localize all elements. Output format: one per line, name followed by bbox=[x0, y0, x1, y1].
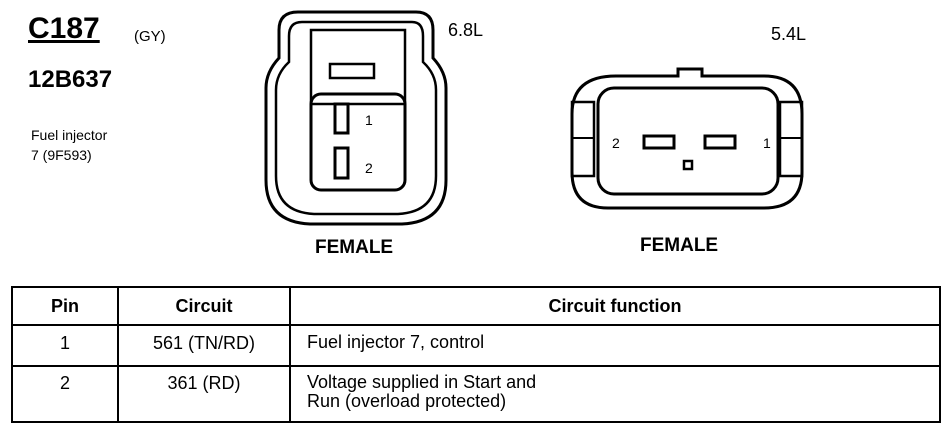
header-circuit-function: Circuit function bbox=[289, 286, 941, 326]
component-description-line1: Fuel injector bbox=[31, 127, 108, 143]
connector-6-8l-latch bbox=[328, 62, 376, 80]
function-cell: Fuel injector 7, control bbox=[289, 324, 941, 367]
connector-6-8l-pin-2-label: 2 bbox=[365, 160, 373, 176]
table-header-row: Pin Circuit Circuit function bbox=[11, 286, 941, 326]
connector-5-4l-diagram: 2 1 bbox=[570, 67, 804, 210]
engine-label-6-8l: 6.8L bbox=[448, 20, 484, 40]
connector-6-8l-inner-shell bbox=[274, 20, 438, 216]
circuit-cell: 561 (TN/RD) bbox=[117, 324, 291, 367]
pinout-table: Pin Circuit Circuit function 1 561 (TN/R… bbox=[11, 286, 941, 423]
function-line: Run (overload protected) bbox=[307, 391, 507, 411]
gender-label-6-8l: FEMALE bbox=[315, 237, 394, 258]
connector-6-8l-pin-2-slot bbox=[333, 146, 350, 180]
connector-5-4l-pin-2-slot bbox=[642, 134, 676, 150]
function-cell: Voltage supplied in Start and Run (overl… bbox=[289, 365, 941, 423]
connector-6-8l-pin-face bbox=[309, 92, 407, 192]
connector-6-8l-locking-tab bbox=[309, 28, 407, 106]
connector-5-4l-pin-1-slot bbox=[703, 134, 737, 150]
connector-6-8l-diagram: 1 2 bbox=[264, 10, 448, 226]
circuit-cell: 361 (RD) bbox=[117, 365, 291, 423]
pin-cell: 1 bbox=[11, 324, 119, 367]
table-row: 1 561 (TN/RD) Fuel injector 7, control bbox=[11, 324, 941, 367]
connector-6-8l-outer-shell bbox=[264, 10, 448, 226]
header-pin: Pin bbox=[11, 286, 119, 326]
connector-5-4l-pin-1-label: 1 bbox=[763, 135, 771, 151]
function-line: Fuel injector 7, control bbox=[307, 332, 485, 352]
connector-5-4l-pin-face bbox=[596, 86, 780, 196]
connector-6-8l-pin-1-slot bbox=[333, 102, 350, 135]
table-row: 2 361 (RD) Voltage supplied in Start and… bbox=[11, 365, 941, 423]
function-line: Voltage supplied in Start and bbox=[307, 372, 537, 392]
connector-5-4l-pin-2-label: 2 bbox=[612, 135, 620, 151]
engine-label-5-4l: 5.4L bbox=[771, 24, 807, 44]
connector-code: C187 bbox=[28, 12, 100, 45]
gender-label-5-4l: FEMALE bbox=[640, 235, 719, 256]
connector-6-8l-pin-1-label: 1 bbox=[365, 112, 373, 128]
component-description-line2: 7 (9F593) bbox=[31, 147, 92, 163]
header-circuit: Circuit bbox=[117, 286, 291, 326]
part-number: 12B637 bbox=[28, 66, 113, 93]
pin-cell: 2 bbox=[11, 365, 119, 423]
connector-5-4l-key bbox=[682, 159, 694, 171]
connector-color: (GY) bbox=[134, 28, 166, 45]
